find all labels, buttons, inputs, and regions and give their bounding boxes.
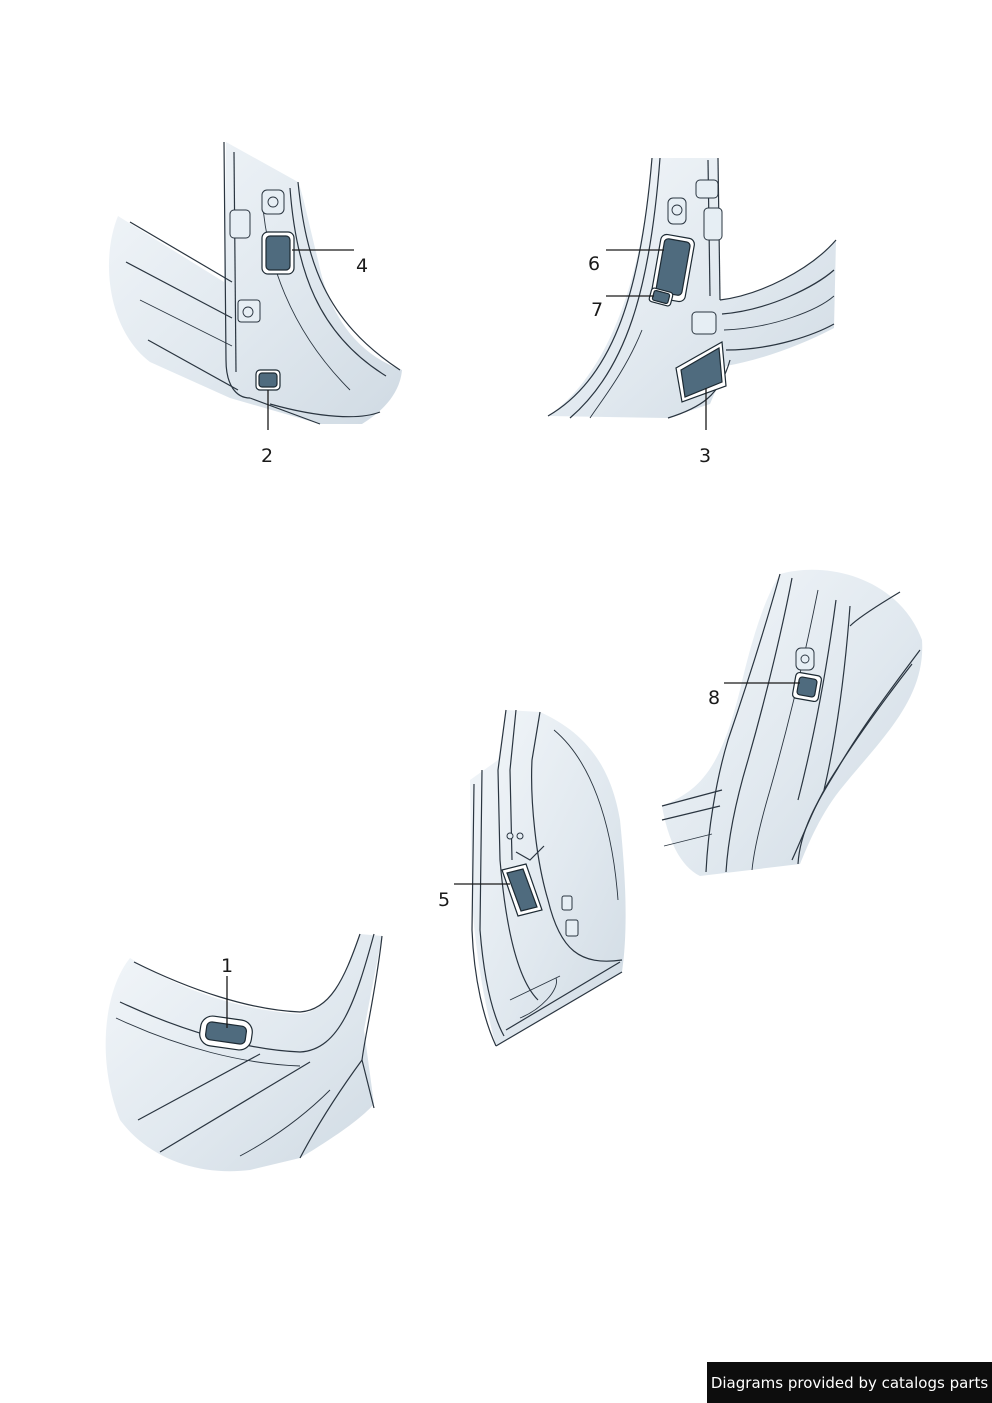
callout-3: 3 xyxy=(699,445,711,467)
callout-6: 6 xyxy=(588,253,600,275)
view-c-rear-pillar xyxy=(661,569,923,876)
tape-7 xyxy=(651,289,671,305)
view-e-sill xyxy=(105,933,383,1172)
callout-5: 5 xyxy=(438,889,450,911)
callout-2: 2 xyxy=(261,445,273,467)
tape-8 xyxy=(796,676,818,698)
tape-5 xyxy=(506,868,538,912)
credit-banner: Diagrams provided by catalogs parts xyxy=(707,1362,992,1403)
callout-8: 8 xyxy=(708,687,720,709)
callout-1: 1 xyxy=(221,955,233,977)
callout-4: 4 xyxy=(356,255,368,277)
tape-2 xyxy=(258,372,278,388)
view-a-b-pillar xyxy=(108,141,402,425)
view-d-door xyxy=(470,709,626,1047)
tape-4 xyxy=(265,235,291,271)
view-b-b-pillar xyxy=(547,157,837,419)
tape-3 xyxy=(680,347,723,398)
callout-7: 7 xyxy=(591,299,603,321)
